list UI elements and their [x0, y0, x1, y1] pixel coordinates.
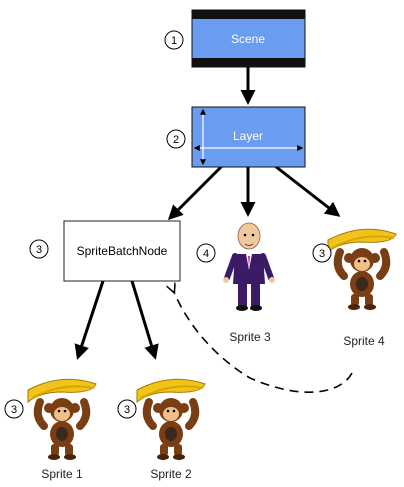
step-badge-sprite-4: 3: [312, 243, 332, 263]
step-badge-2: 2: [166, 129, 186, 149]
sprite-4-label: Sprite 4: [343, 334, 385, 348]
step-number: 2: [173, 134, 179, 146]
monkey-sprite-icon: [28, 379, 96, 460]
step-number: 3: [11, 404, 17, 416]
step-number: 3: [124, 404, 130, 416]
sprite-1: Sprite 1: [28, 379, 96, 481]
step-badge-1: 1: [164, 30, 184, 50]
step-badge-4: 4: [196, 243, 216, 263]
sprite-2-label: Sprite 2: [150, 467, 192, 481]
sprite-1-label: Sprite 1: [41, 467, 83, 481]
monkey-sprite-icon: [137, 379, 205, 460]
sprite-3-label: Sprite 3: [229, 330, 271, 344]
edge-layer-batch: [167, 164, 224, 221]
sprite-batch-label: SpriteBatchNode: [77, 244, 168, 258]
sprite-batch-node: SpriteBatchNode: [63, 220, 181, 282]
step-number: 3: [36, 244, 42, 256]
step-badge-sprite-1: 3: [4, 399, 24, 419]
step-number: 1: [171, 35, 177, 47]
edge-monkey4-batch-dashed: [174, 292, 353, 394]
step-badge-batch: 3: [29, 239, 49, 259]
sprite-2: Sprite 2: [137, 379, 205, 481]
monkey-sprite-icon: [328, 229, 396, 310]
scene-node: Scene: [191, 9, 306, 68]
edge-layer-monkey4: [274, 164, 341, 217]
step-number: 3: [319, 248, 325, 260]
layer-label: Layer: [233, 129, 263, 143]
sprite-3: Sprite 3: [223, 223, 275, 344]
sprite-4: Sprite 4: [328, 229, 396, 348]
man-sprite-icon: [223, 223, 275, 311]
edge-batch-monkey1: [74, 280, 105, 360]
step-number: 4: [203, 248, 209, 260]
scene-label: Scene: [231, 32, 265, 46]
edge-batch-monkey2: [130, 280, 159, 360]
step-badge-sprite-2: 3: [117, 399, 137, 419]
layer-node: Layer: [191, 106, 306, 168]
